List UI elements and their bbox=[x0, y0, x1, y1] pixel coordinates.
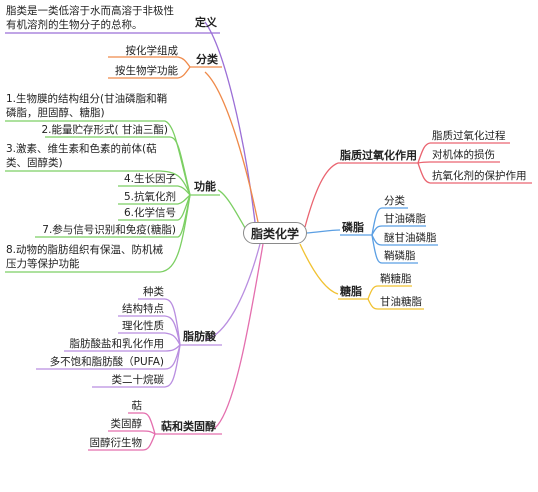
definition-text: 脂类是一类低溶于水而高溶于非极性有机溶剂的生物分子的总称。 bbox=[6, 5, 174, 31]
function-item[interactable]: 8.动物的脂肪组织有保温、防机械压力等保护功能 bbox=[6, 244, 164, 270]
branch-phospholipids[interactable]: 磷脂 bbox=[342, 221, 364, 234]
link-root-classification bbox=[204, 71, 259, 223]
phospholipid-item[interactable]: 鞘磷脂 bbox=[384, 250, 416, 262]
function-item[interactable]: 5.抗氧化剂 bbox=[123, 191, 176, 203]
link-root-phospholipids bbox=[306, 229, 341, 234]
peroxidation-item[interactable]: 抗氧化剂的保护作用 bbox=[432, 170, 527, 182]
fatty-acid-item[interactable]: 结构特点 bbox=[122, 303, 164, 315]
function-item[interactable]: 1.生物膜的结构组分(甘油磷脂和鞘磷脂，胆固醇、糖脂) bbox=[6, 93, 168, 119]
link-root-peroxidation bbox=[304, 162, 339, 228]
branch-lipid-peroxidation[interactable]: 脂质过氧化作用 bbox=[340, 149, 417, 162]
link-root-lipids bbox=[204, 243, 261, 341]
peroxidation-item[interactable]: 对机体的损伤 bbox=[432, 149, 495, 161]
fatty-acid-item[interactable]: 种类 bbox=[143, 286, 164, 298]
fatty-acid-item[interactable]: 多不饱和脂肪酸（PUFA) bbox=[49, 356, 164, 368]
function-item[interactable]: 4.生长因子 bbox=[123, 173, 176, 185]
branch-glycolipids[interactable]: 糖脂 bbox=[340, 285, 362, 298]
classification-item[interactable]: 按生物学功能 bbox=[115, 65, 178, 77]
branch-classification[interactable]: 分类 bbox=[196, 53, 218, 66]
phospholipid-item[interactable]: 醚甘油磷脂 bbox=[384, 232, 437, 244]
function-item[interactable]: 6.化学信号 bbox=[123, 207, 176, 219]
terpene-item[interactable]: 类固醇 bbox=[110, 418, 143, 430]
phospholipid-item[interactable]: 甘油磷脂 bbox=[384, 213, 426, 225]
fatty-acid-item[interactable]: 脂肪酸盐和乳化作用 bbox=[69, 338, 165, 350]
terpene-item[interactable]: 固醇衍生物 bbox=[89, 437, 143, 449]
function-item[interactable]: 7.参与信号识别和免疫(糖脂) bbox=[42, 224, 176, 236]
glycolipid-item[interactable]: 甘油糖脂 bbox=[380, 296, 422, 308]
branch-terpenes-steroids[interactable]: 萜和类固醇 bbox=[161, 420, 216, 433]
fatty-acid-item[interactable]: 类二十烷碳 bbox=[111, 374, 165, 386]
link-root-terpenes bbox=[214, 243, 264, 429]
branch-function[interactable]: 功能 bbox=[194, 180, 216, 193]
phospholipid-item[interactable]: 分类 bbox=[384, 195, 405, 207]
fatty-acid-item[interactable]: 理化性质 bbox=[122, 320, 164, 332]
terpene-item[interactable]: 萜 bbox=[131, 400, 143, 412]
link-root-glycolipids bbox=[299, 243, 339, 295]
glycolipid-item[interactable]: 鞘糖脂 bbox=[380, 273, 412, 285]
peroxidation-item[interactable]: 脂质过氧化过程 bbox=[432, 130, 506, 142]
branch-fatty-acids[interactable]: 脂肪酸 bbox=[183, 330, 216, 343]
classification-item[interactable]: 按化学组成 bbox=[125, 45, 179, 57]
branch-definition[interactable]: 定义 bbox=[195, 16, 217, 29]
function-item[interactable]: 2.能量贮存形式( 甘油三酯) bbox=[41, 124, 168, 136]
root-node[interactable]: 脂类化学 bbox=[243, 222, 307, 244]
function-item[interactable]: 3.激素、维生素和色素的前体(萜类、固醇类) bbox=[6, 143, 157, 169]
